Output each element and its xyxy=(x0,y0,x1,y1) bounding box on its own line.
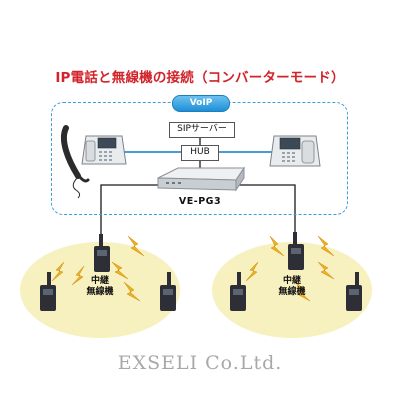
relay-label-line: 中継 xyxy=(282,276,301,286)
radio-icon xyxy=(346,272,362,311)
relay-radio-label-right: 中継 無線機 xyxy=(272,276,312,298)
voip-badge: VoIP xyxy=(172,95,230,112)
gateway-label: VE-PG3 xyxy=(178,196,222,207)
relay-radio-icon xyxy=(94,234,110,272)
sip-server-label: SIPサーバー xyxy=(169,122,235,138)
coverage-area-right xyxy=(212,242,372,338)
ip-phone-icon xyxy=(269,135,321,167)
radio-icon xyxy=(40,272,56,311)
relay-label-line: 中継 xyxy=(90,276,109,286)
watermark: EXSELI Co.Ltd. xyxy=(117,352,283,374)
relay-label-line: 無線機 xyxy=(86,287,114,297)
relay-label-line: 無線機 xyxy=(278,287,306,297)
radio-icon xyxy=(160,272,176,311)
handset-icon xyxy=(60,125,90,199)
relay-radio-icon xyxy=(288,232,304,270)
gateway-icon xyxy=(157,166,245,192)
hub-label: HUB xyxy=(181,145,219,161)
signal-bolt-icon xyxy=(51,235,335,302)
ip-phone-icon xyxy=(81,135,127,165)
relay-radio-label-left: 中継 無線機 xyxy=(80,276,120,298)
diagram-title: IP電話と無線機の接続（コンバーターモード） xyxy=(55,70,345,86)
radio-icon xyxy=(230,272,246,311)
